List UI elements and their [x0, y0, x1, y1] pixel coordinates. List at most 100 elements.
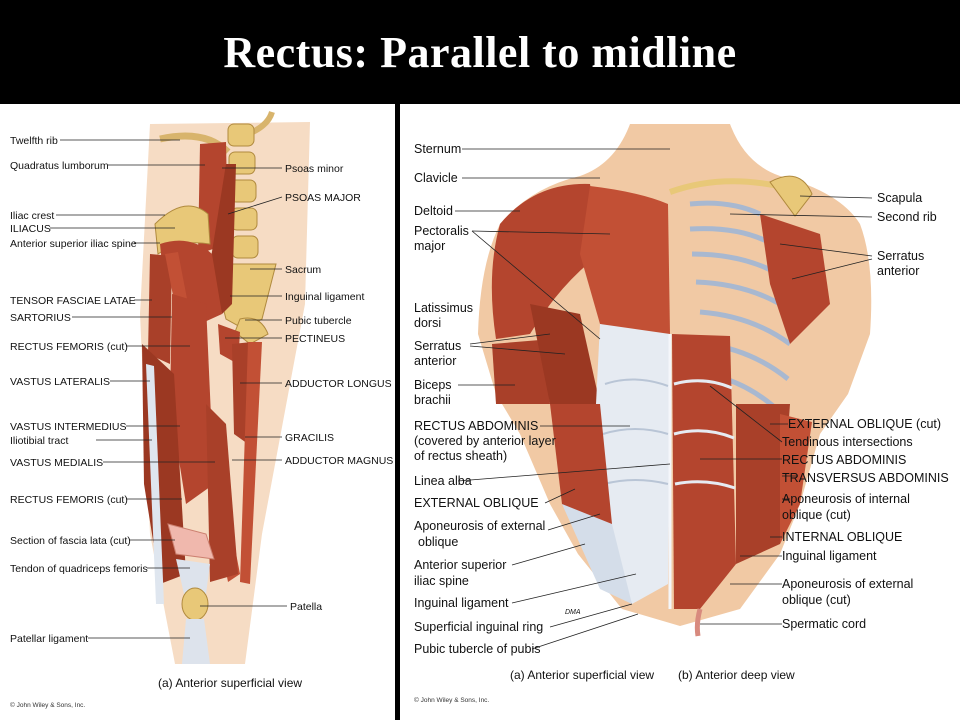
psoas-major — [210, 164, 236, 314]
label-spermatic-cord: Spermatic cord — [782, 617, 866, 631]
internal-oblique — [736, 404, 790, 564]
iliotibial-tract — [146, 364, 164, 604]
vastus-medialis — [206, 404, 238, 582]
label-biceps-brachii: brachii — [414, 393, 451, 407]
label-sartorius: SARTORIUS — [10, 312, 71, 324]
label-superficial-inguinal-ring: Superficial inguinal ring — [414, 620, 543, 634]
label-external-oblique-cut-right: oblique (cut) — [782, 593, 851, 607]
patella — [181, 587, 209, 621]
title-bar: Rectus: Parallel to midline — [0, 0, 960, 104]
label-clavicle: Clavicle — [414, 171, 458, 185]
label-pubic-tubercle: Pubic tubercle — [285, 315, 352, 327]
label-external-oblique-cut: EXTERNAL OBLIQUE (cut) — [788, 417, 941, 431]
label-rectus-femoris-cut-upper: RECTUS FEMORIS (cut) — [10, 341, 128, 353]
left-figure-panel: Twelfth rib Quadratus lumborum Iliac cre… — [0, 104, 395, 720]
label-of-rectus-sheath: of rectus sheath) — [414, 449, 507, 463]
label-rectus-abdominis-right: RECTUS ABDOMINIS — [782, 453, 906, 467]
label-covered-by-anterior-layer: (covered by anterior layer — [414, 434, 556, 448]
label-iliac-spine: iliac spine — [414, 574, 469, 588]
right-figure-labels-right: Scapula Second rib Serratus anterior EXT… — [782, 191, 949, 631]
label-psoas-major: PSOAS MAJOR — [285, 192, 361, 204]
label-anterior-superior-iliac-spine: Anterior superior iliac spine — [10, 238, 137, 250]
serratus-anterior-right — [760, 214, 830, 344]
label-external-oblique: EXTERNAL OBLIQUE — [414, 496, 539, 510]
label-pectoralis: Pectoralis — [414, 224, 469, 238]
label-linea-alba: Linea alba — [414, 474, 472, 488]
label-adductor-magnus: ADDUCTOR MAGNUS — [285, 455, 393, 467]
label-rectus-abdominis-covered: RECTUS ABDOMINIS — [414, 419, 538, 433]
label-scapula: Scapula — [877, 191, 922, 205]
label-patellar-ligament: Patellar ligament — [10, 633, 88, 645]
label-patella: Patella — [290, 601, 322, 613]
slide-title: Rectus: Parallel to midline — [223, 27, 737, 77]
tensor-fasciae-latae — [148, 254, 172, 364]
left-figure-labels-left: Twelfth rib Quadratus lumborum Iliac cre… — [10, 135, 148, 645]
label-twelfth-rib: Twelfth rib — [10, 135, 58, 147]
label-inguinal-ligament-thigh: Inguinal ligament — [285, 291, 364, 303]
right-figure-panel: Sternum Clavicle Deltoid Pectoralis majo… — [400, 104, 960, 720]
label-vastus-lateralis: VASTUS LATERALIS — [10, 376, 110, 388]
spermatic-cord — [694, 608, 703, 637]
label-internal-oblique: INTERNAL OBLIQUE — [782, 530, 902, 544]
rectus-sheath-markings — [602, 378, 669, 485]
label-serratus-anterior-left: anterior — [414, 354, 456, 368]
label-gracilis: GRACILIS — [285, 432, 334, 444]
label-pectoralis-major: major — [414, 239, 445, 253]
label-sternum: Sternum — [414, 142, 461, 156]
artist-signature: DMA — [565, 609, 581, 616]
right-figure-caption-a: (a) Anterior superficial view — [510, 668, 654, 682]
gracilis — [240, 342, 262, 584]
fascia-lata-section — [167, 523, 215, 560]
label-adductor-longus: ADDUCTOR LONGUS — [285, 378, 392, 390]
clavicle — [668, 178, 779, 195]
label-inguinal-ligament-left: Inguinal ligament — [414, 596, 509, 610]
left-figure-copyright: © John Wiley & Sons, Inc. — [10, 701, 85, 709]
label-deltoid: Deltoid — [414, 204, 453, 218]
right-figure-leaders-left — [455, 148, 671, 650]
left-figure-leaders-left — [50, 139, 215, 639]
label-pubic-tubercle-of-pubis: Pubic tubercle of pubis — [414, 642, 540, 656]
right-figure-copyright: © John Wiley & Sons, Inc. — [414, 696, 489, 704]
label-section-of-fascia-lata: Section of fascia lata (cut) — [10, 535, 131, 547]
label-internal-oblique-cut: oblique (cut) — [782, 508, 851, 522]
label-anterior-superior: Anterior superior — [414, 558, 506, 572]
label-latissimus: Latissimus — [414, 301, 473, 315]
label-latissimus-dorsi: dorsi — [414, 316, 441, 330]
biceps-brachii — [492, 340, 550, 404]
trunk-muscles-illustration: Sternum Clavicle Deltoid Pectoralis majo… — [414, 124, 949, 704]
label-tendon-of-quadriceps-femoris: Tendon of quadriceps femoris — [10, 563, 148, 575]
pectoralis-major — [580, 186, 670, 334]
label-tensor-fasciae-latae: TENSOR FASCIAE LATAE — [10, 295, 136, 307]
label-iliotibial-tract: Iliotibial tract — [10, 435, 68, 447]
label-sacrum: Sacrum — [285, 264, 321, 276]
label-serratus-left: Serratus — [414, 339, 461, 353]
patellar-ligament — [182, 619, 210, 664]
left-figure-labels-right: Psoas minor PSOAS MAJOR Sacrum Inguinal … — [285, 163, 393, 613]
label-psoas-minor: Psoas minor — [285, 163, 344, 175]
label-tendinous-intersections: Tendinous intersections — [782, 435, 913, 449]
right-figure-labels-left: Sternum Clavicle Deltoid Pectoralis majo… — [414, 142, 556, 656]
label-transversus-abdominis: TRANSVERSUS ABDOMINIS — [782, 471, 949, 485]
label-pectineus: PECTINEUS — [285, 333, 345, 345]
label-inguinal-ligament-right: Inguinal ligament — [782, 549, 877, 563]
deltoid-left — [491, 183, 600, 339]
label-biceps: Biceps — [414, 378, 452, 392]
label-quadratus-lumborum: Quadratus lumborum — [10, 160, 109, 172]
label-serratus-anterior-right: anterior — [877, 264, 919, 278]
label-aponeurosis-of-external: Aponeurosis of external — [414, 519, 545, 533]
left-figure-leaders-right — [200, 167, 287, 607]
transversus-abdominis — [780, 414, 812, 544]
rectus-abdominis-deep — [672, 334, 736, 609]
label-serratus-right: Serratus — [877, 249, 924, 263]
right-figure-leaders-right — [700, 195, 873, 625]
label-vastus-intermedius: VASTUS INTERMEDIUS — [10, 421, 126, 433]
label-rectus-femoris-cut-lower: RECTUS FEMORIS (cut) — [10, 494, 128, 506]
scapula — [769, 175, 813, 217]
tendinous-intersections — [673, 379, 736, 490]
left-figure-caption: (a) Anterior superficial view — [158, 676, 302, 690]
rectus-femoris — [170, 294, 214, 504]
thigh-muscles-illustration: Twelfth rib Quadratus lumborum Iliac cre… — [10, 110, 393, 709]
label-iliacus: ILIACUS — [10, 223, 51, 235]
label-aponeurosis-of-internal: Aponeurosis of internal — [782, 492, 910, 506]
right-figure-caption-b: (b) Anterior deep view — [678, 668, 795, 682]
